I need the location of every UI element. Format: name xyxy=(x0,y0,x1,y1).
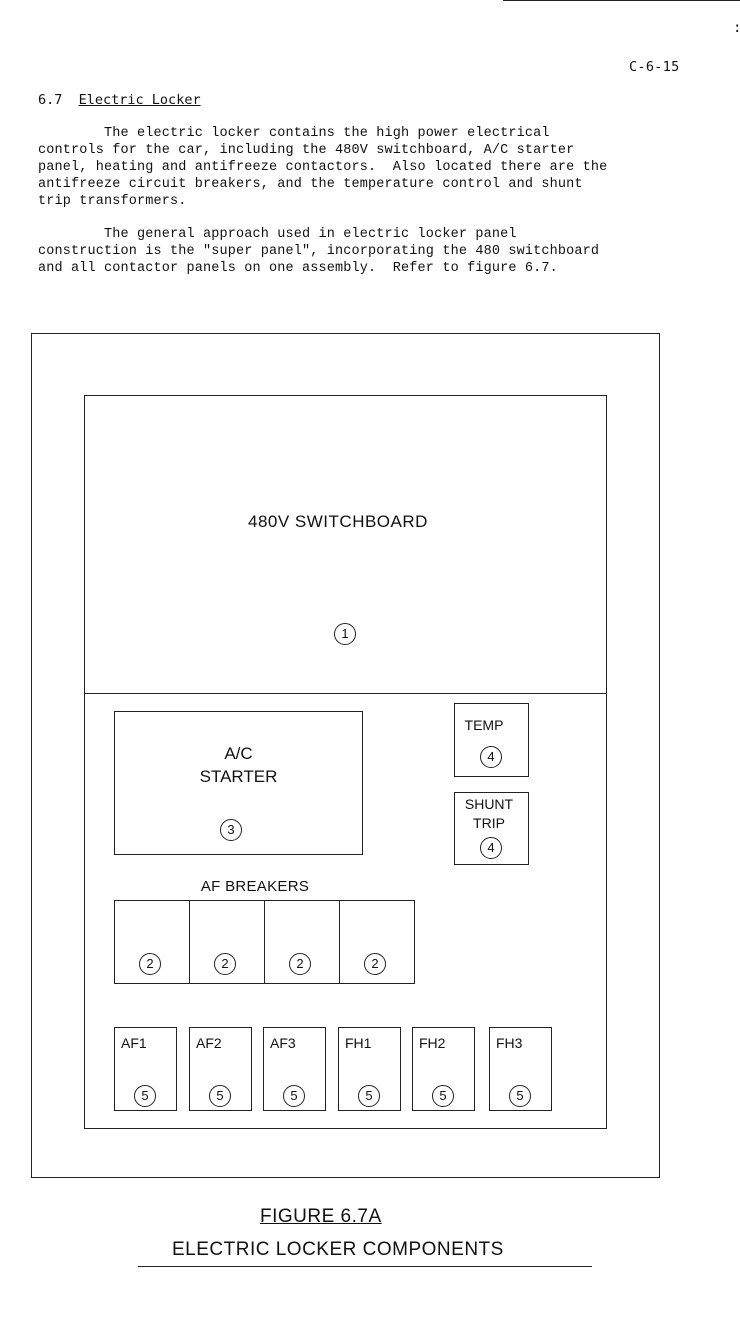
section-heading: 6.7 Electric Locker xyxy=(38,92,201,108)
contactor-label: FH1 xyxy=(345,1035,372,1051)
page-number: C-6-15 xyxy=(629,59,680,75)
af-breaker-number: 2 xyxy=(214,953,236,975)
af-breaker-number: 2 xyxy=(139,953,161,975)
super-panel xyxy=(84,395,607,1129)
af-breaker-number: 2 xyxy=(364,953,386,975)
af-breaker-cell: 2 xyxy=(115,901,190,983)
contactor-fh3: FH3 5 xyxy=(489,1027,552,1111)
contactor-number: 5 xyxy=(432,1085,454,1107)
contactor-label: FH3 xyxy=(496,1035,523,1051)
section-number: 6.7 xyxy=(38,92,63,108)
page-top-rule xyxy=(503,0,740,1)
af-breaker-cell: 2 xyxy=(340,901,414,983)
temp-number: 4 xyxy=(480,746,502,768)
figure-caption-title: FIGURE 6.7A xyxy=(260,1206,382,1227)
temp-box xyxy=(454,703,529,777)
contactor-number: 5 xyxy=(509,1085,531,1107)
shunt-trip-label-line1: SHUNT xyxy=(464,796,514,812)
ac-starter-label-line2: STARTER xyxy=(199,767,278,786)
shunt-trip-label: SHUNT TRIP xyxy=(454,795,524,833)
shunt-trip-label-line2: TRIP xyxy=(473,815,505,831)
figure-frame xyxy=(31,333,660,1178)
figure-caption-subtitle: ELECTRIC LOCKER COMPONENTS xyxy=(172,1239,504,1260)
temp-label: TEMP xyxy=(464,717,504,733)
contactor-number: 5 xyxy=(134,1085,156,1107)
af-breakers-title: AF BREAKERS xyxy=(200,878,310,895)
ac-starter-box xyxy=(114,711,363,855)
edge-mark: : xyxy=(733,20,740,36)
af-breaker-number: 2 xyxy=(289,953,311,975)
contactor-number: 5 xyxy=(358,1085,380,1107)
contactor-fh1: FH1 5 xyxy=(338,1027,401,1111)
figure-caption-rule xyxy=(138,1266,592,1268)
contactor-number: 5 xyxy=(283,1085,305,1107)
ac-starter-label-line1: A/C xyxy=(224,744,253,763)
section-title: Electric Locker xyxy=(78,92,201,108)
switchboard-number: 1 xyxy=(334,623,356,645)
contactor-af3: AF3 5 xyxy=(263,1027,326,1111)
af-breakers-row: 2 2 2 2 xyxy=(114,900,415,984)
af-breaker-cell: 2 xyxy=(190,901,265,983)
paragraph-2: The general approach used in electric lo… xyxy=(38,227,600,276)
contactor-label: FH2 xyxy=(419,1035,446,1051)
contactor-label: AF2 xyxy=(196,1035,222,1051)
ac-starter-label: A/C STARTER xyxy=(114,742,363,788)
contactor-label: AF1 xyxy=(121,1035,147,1051)
contactor-label: AF3 xyxy=(270,1035,296,1051)
shunt-trip-number: 4 xyxy=(480,837,502,859)
shunt-trip-box xyxy=(454,792,529,865)
ac-starter-number: 3 xyxy=(220,819,242,841)
paragraph-1: The electric locker contains the high po… xyxy=(38,126,608,209)
contactor-af1: AF1 5 xyxy=(114,1027,177,1111)
panel-divider xyxy=(84,693,607,695)
contactor-number: 5 xyxy=(209,1085,231,1107)
contactor-fh2: FH2 5 xyxy=(412,1027,475,1111)
af-breaker-cell: 2 xyxy=(265,901,340,983)
contactor-af2: AF2 5 xyxy=(189,1027,252,1111)
switchboard-label: 480V SWITCHBOARD xyxy=(248,512,428,531)
